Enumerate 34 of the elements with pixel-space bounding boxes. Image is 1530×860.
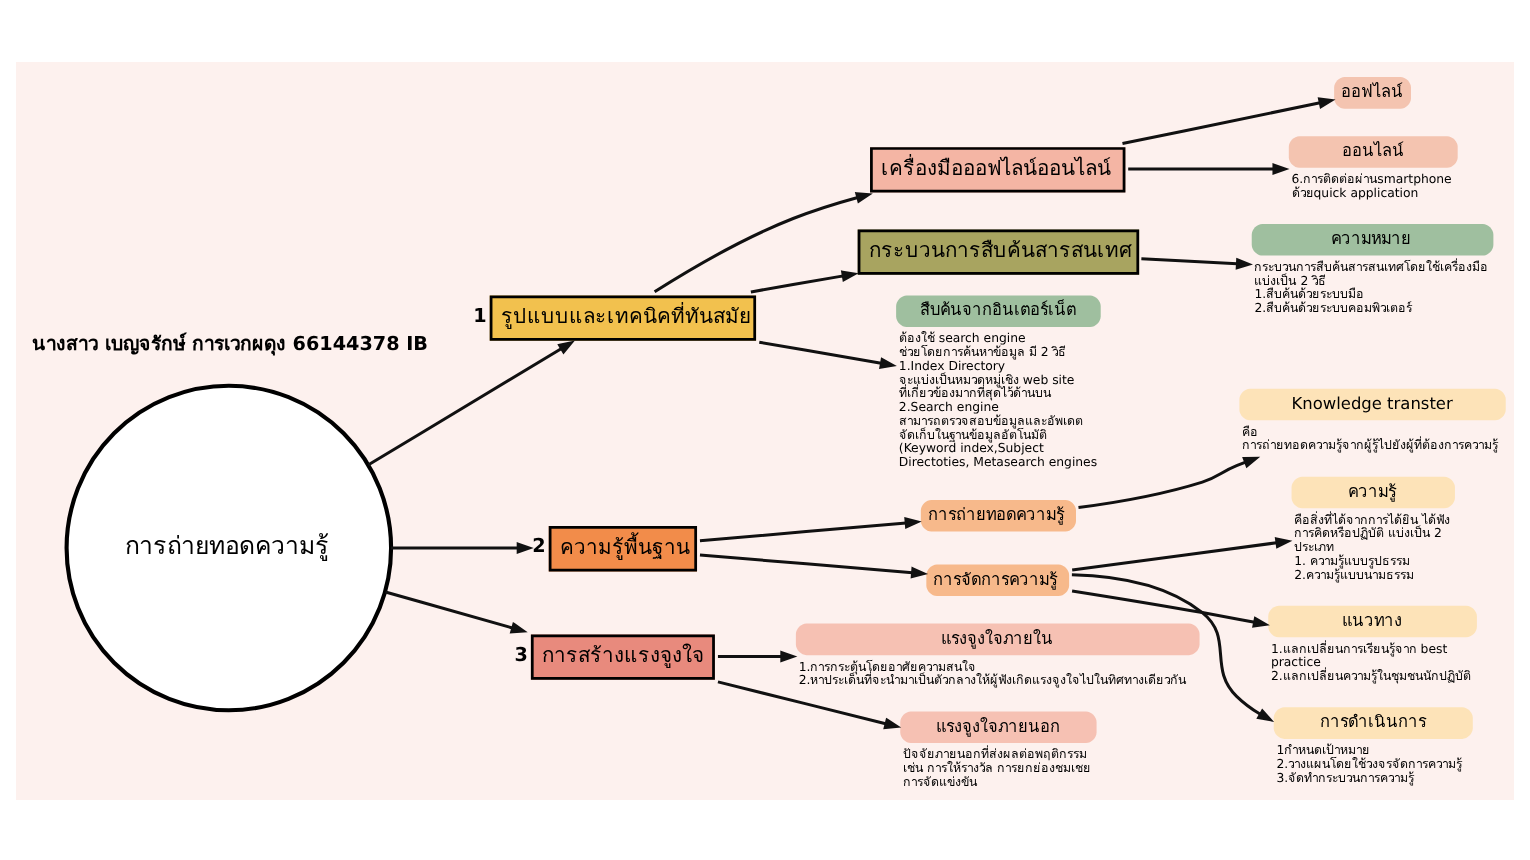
arrow — [391, 541, 534, 553]
arrow — [1071, 536, 1293, 571]
arrow — [759, 339, 897, 368]
node-box: ออนไลน์ — [1288, 135, 1458, 167]
node-box: แรงจูงใจภายนอก — [900, 710, 1097, 742]
arrow — [717, 679, 902, 729]
arrow — [717, 649, 798, 662]
node-label: 3 — [514, 643, 528, 666]
node-label: 2 — [532, 535, 546, 558]
node-box: สืบค้นจากอินเตอร์เน็ต — [896, 294, 1101, 326]
arrow — [1141, 256, 1253, 269]
arrow — [1128, 162, 1290, 175]
arrow — [699, 516, 922, 542]
arrow — [1122, 96, 1336, 145]
node-box: การจัดการความรู้ — [926, 563, 1070, 596]
arrow — [367, 339, 575, 466]
node-box: แนวทาง — [1268, 604, 1477, 637]
arrow — [1078, 455, 1261, 509]
node-label: 1 — [473, 304, 487, 327]
node-box: ความหมาย — [1251, 223, 1494, 255]
node-box: ออฟไลน์ — [1334, 76, 1411, 108]
node-box: การถ่ายทอดความรู้ — [920, 499, 1076, 531]
node-box: ความรู้ — [1291, 475, 1455, 508]
node-circle: การถ่ายทอดความรู้ — [64, 382, 394, 712]
node-box: แรงจูงใจภายใน — [795, 622, 1200, 655]
arrow — [653, 191, 873, 293]
arrow — [385, 589, 528, 633]
node-box: Knowledge transter — [1239, 387, 1506, 420]
arrow — [1071, 588, 1270, 627]
arrow — [750, 269, 859, 293]
arrow — [1071, 572, 1275, 721]
node-box: การดำเนินการ — [1273, 706, 1473, 738]
label: นางสาว เบญจรักษ์ การเวกผดุง 66144378 IB — [32, 332, 429, 355]
arrow — [699, 552, 929, 578]
